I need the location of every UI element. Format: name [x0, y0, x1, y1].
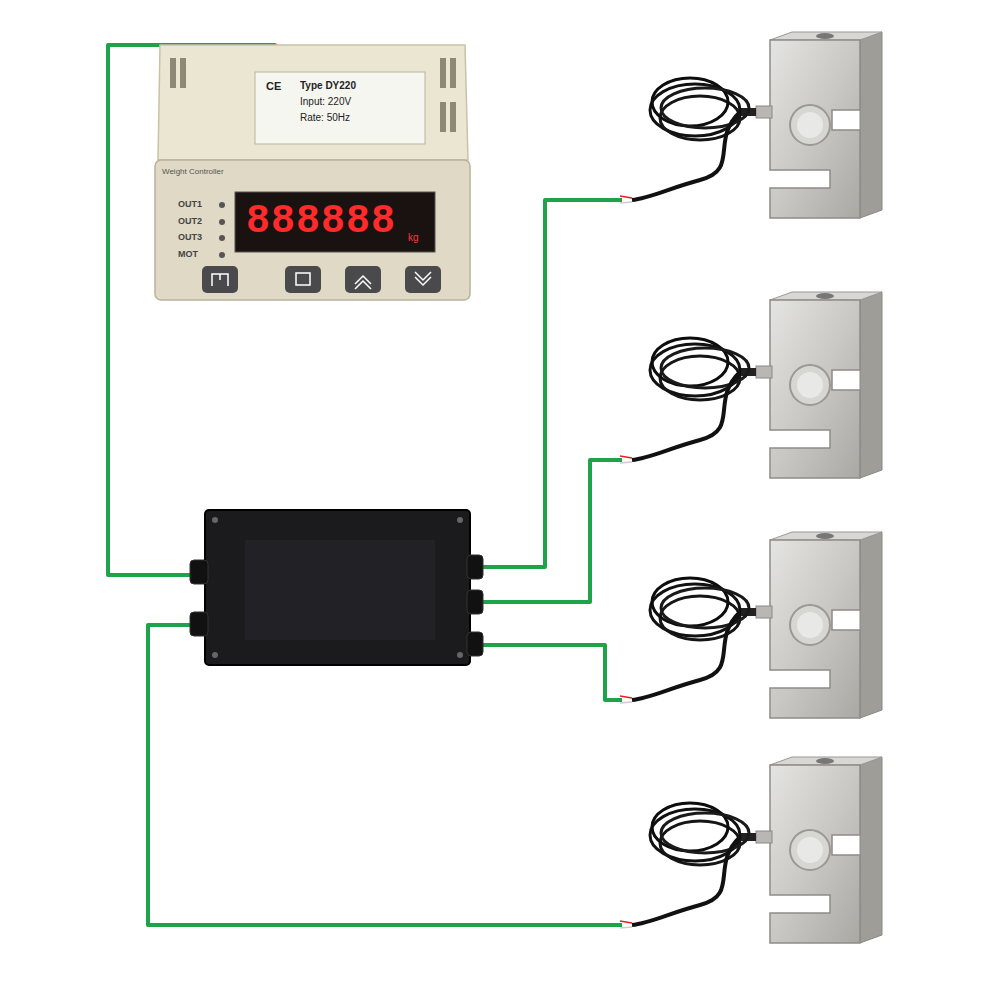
indicator-label: OUT3 [178, 233, 202, 243]
unit-label: kg [408, 232, 419, 243]
junction-box [190, 510, 483, 665]
cell-wire [478, 645, 622, 700]
load-cell [620, 532, 882, 718]
weighing-controller: Type DY220Input: 220V Rate: 50Hz CE Weight … [150, 40, 475, 305]
display-digits: 888888 [246, 200, 396, 244]
indicator-label: OUT2 [178, 217, 202, 227]
cell-wire [478, 460, 622, 602]
load-cell [620, 757, 882, 943]
cell-wire [478, 200, 622, 567]
model-label: Type DY220 [300, 80, 356, 91]
load-cell [620, 292, 882, 478]
load-cell [620, 32, 882, 218]
indicator-label: MOT [178, 250, 198, 260]
ce-mark: CE [266, 80, 281, 92]
rating-label: Input: 220V [300, 96, 351, 107]
green-wires [108, 45, 622, 925]
panel-title: Weight Controller [162, 168, 224, 177]
indicator-label: OUT1 [178, 200, 202, 210]
cell-wire [148, 625, 622, 925]
rating-label: Rate: 50Hz [300, 112, 350, 123]
